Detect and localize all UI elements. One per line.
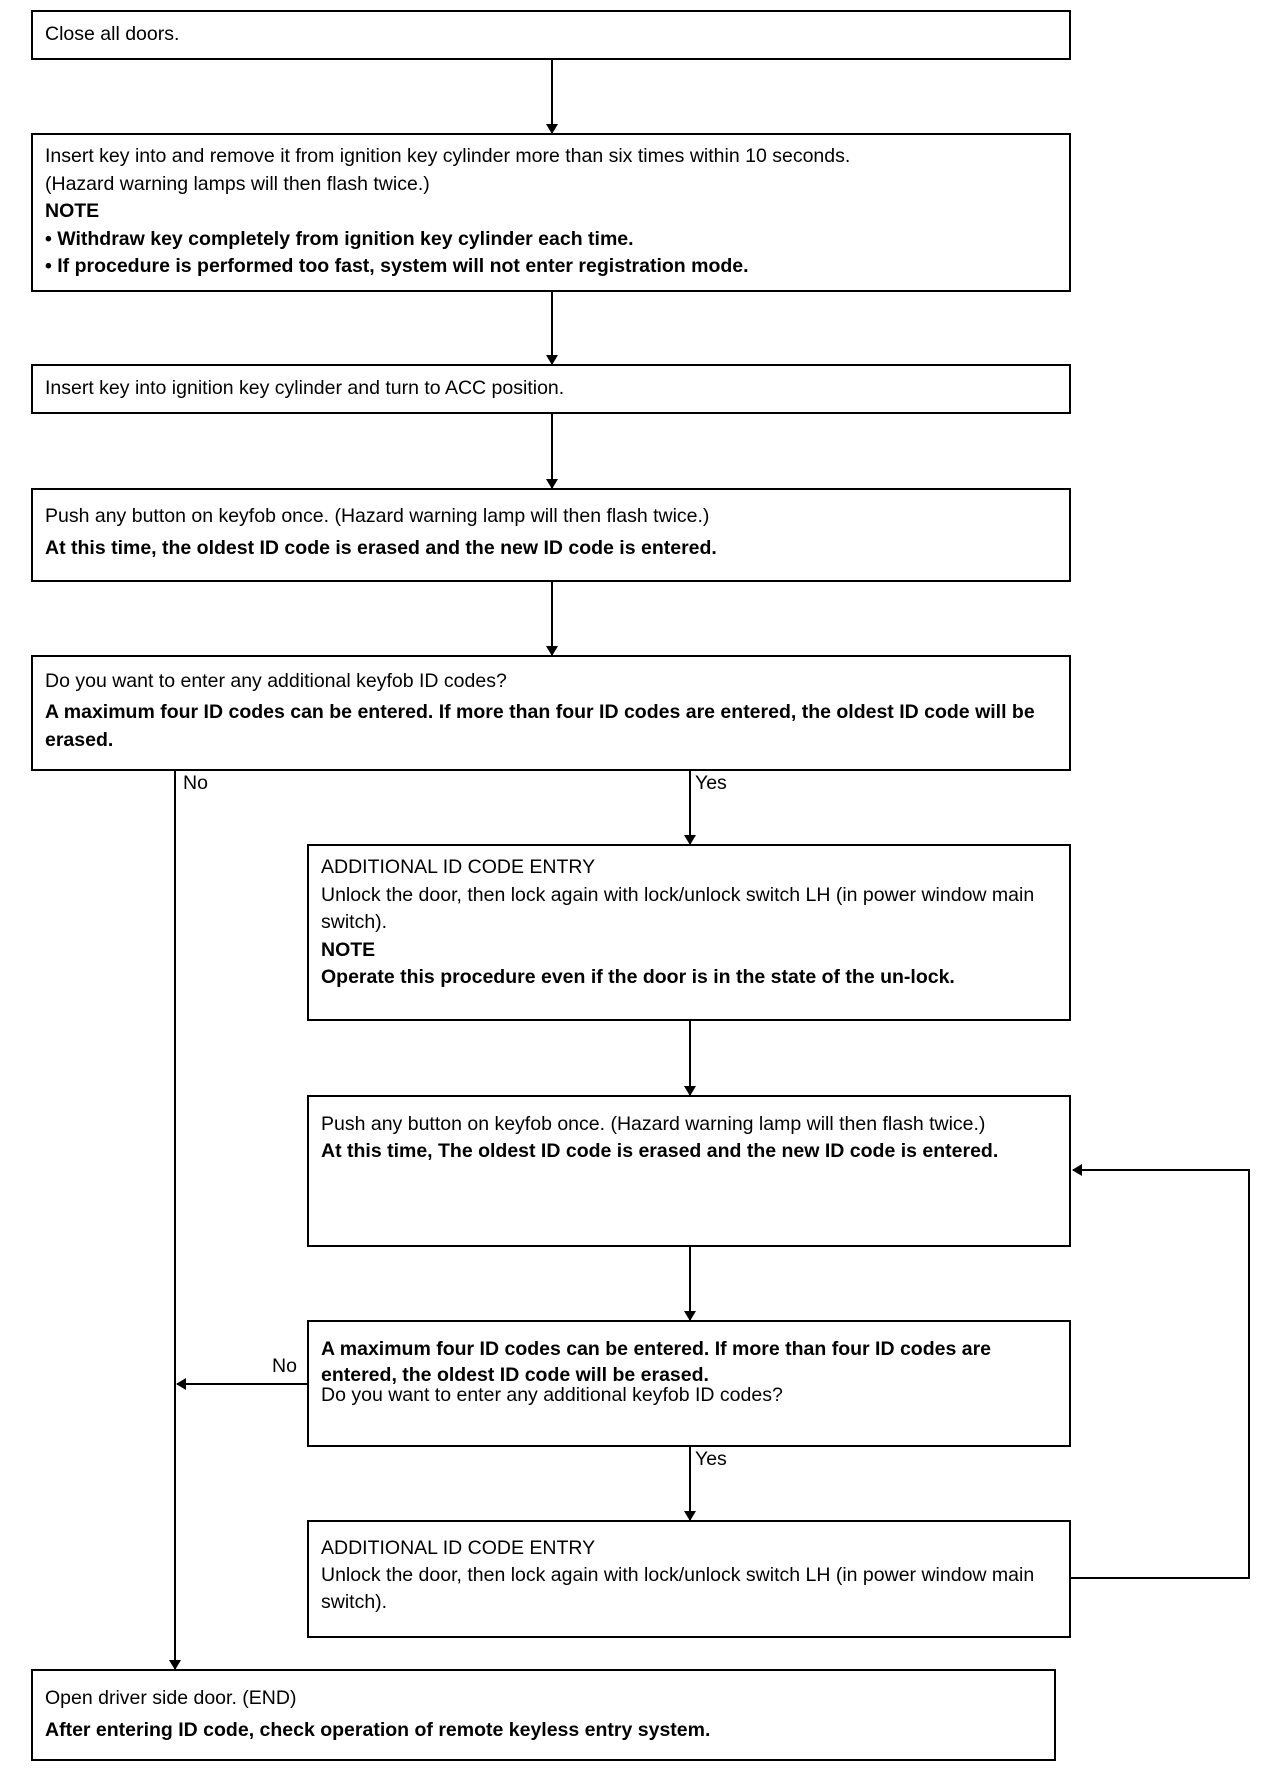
note-heading: NOTE (45, 200, 100, 222)
step-title: ADDITIONAL ID CODE ENTRY (321, 1537, 596, 1559)
step-text: Insert key into and remove it from ignit… (45, 145, 851, 167)
step-text: Push any button on keyfob once. (Hazard … (321, 1113, 986, 1135)
step-text: Do you want to enter any additional keyf… (321, 1384, 783, 1406)
step-push-keyfob-button: Push any button on keyfob once. (Hazard … (31, 488, 1071, 582)
step-text: Unlock the door, then lock again with lo… (321, 1564, 1035, 1613)
label-no: No (272, 1355, 297, 1377)
label-yes: Yes (695, 1448, 727, 1470)
step-push-keyfob-again: Push any button on keyfob once. (Hazard … (307, 1095, 1071, 1247)
step-text: Push any button on keyfob once. (Hazard … (45, 505, 710, 527)
step-open-driver-door-end: Open driver side door. (END) After enter… (31, 1669, 1056, 1761)
decision-more-codes: A maximum four ID codes can be entered. … (307, 1320, 1071, 1447)
step-text: (Hazard warning lamps will then flash tw… (45, 172, 430, 195)
step-text: Unlock the door, then lock again with lo… (321, 883, 1035, 934)
step-bold-text: At this time, The oldest ID code is eras… (321, 1140, 999, 1162)
step-additional-id-entry: ADDITIONAL ID CODE ENTRY Unlock the door… (307, 844, 1071, 1021)
step-additional-id-entry-repeat: ADDITIONAL ID CODE ENTRY Unlock the door… (307, 1520, 1071, 1638)
step-bold-text: A maximum four ID codes can be entered. … (321, 1338, 992, 1386)
step-turn-to-acc: Insert key into ignition key cylinder an… (31, 364, 1071, 414)
note-bullet: • If procedure is performed too fast, sy… (45, 255, 749, 277)
step-text: Open driver side door. (END) (45, 1687, 297, 1709)
label-yes: Yes (695, 772, 727, 794)
step-text: Do you want to enter any additional keyf… (45, 670, 507, 692)
step-bold-text: A maximum four ID codes can be entered. … (45, 701, 1035, 751)
note-bullet: • Withdraw key completely from ignition … (45, 227, 634, 250)
step-bold-text: After entering ID code, check operation … (45, 1719, 711, 1741)
step-text: Close all doors. (45, 23, 180, 45)
step-insert-remove-key: Insert key into and remove it from ignit… (31, 133, 1071, 292)
note-heading: NOTE (321, 938, 376, 961)
step-close-doors: Close all doors. (31, 10, 1071, 60)
decision-additional-codes: Do you want to enter any additional keyf… (31, 655, 1071, 771)
step-title: ADDITIONAL ID CODE ENTRY (321, 856, 596, 878)
loop-s9-s7 (1071, 1164, 1250, 1579)
step-text: Insert key into ignition key cylinder an… (45, 377, 565, 399)
step-bold-text: At this time, the oldest ID code is eras… (45, 537, 717, 559)
step-bold-text: Operate this procedure even if the door … (321, 966, 955, 988)
label-no: No (183, 772, 208, 794)
